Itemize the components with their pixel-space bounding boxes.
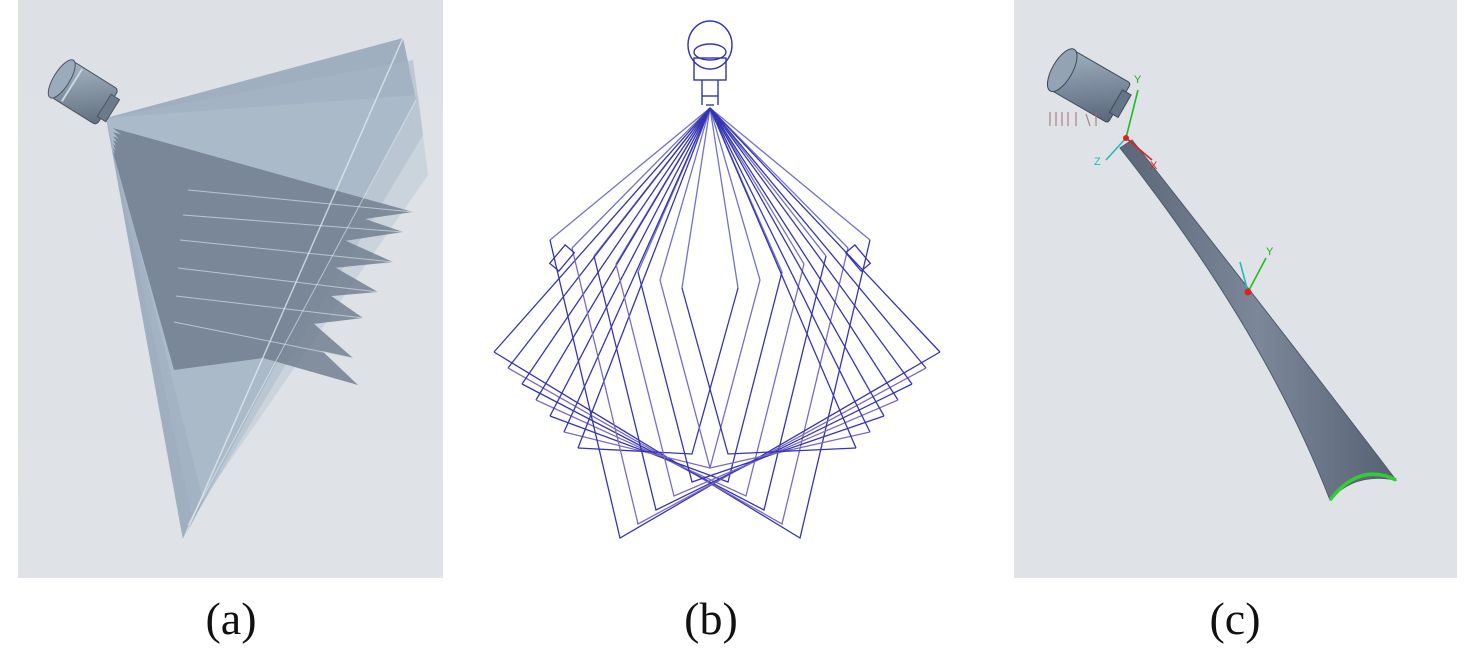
fan-ray-line — [709, 107, 871, 241]
fan-outline — [637, 271, 885, 483]
spray-wireframe — [493, 20, 941, 540]
fan-outline — [493, 239, 871, 540]
caption-a: (a) — [205, 593, 257, 644]
coordinate-triad-sheet — [1239, 257, 1267, 296]
fan-outline — [659, 279, 871, 469]
caption-b: (b) — [684, 593, 738, 644]
fan-outline — [593, 255, 913, 511]
ray-cylinder — [844, 244, 872, 272]
fan-ray-line — [681, 107, 711, 289]
axis-label-z: Z — [1094, 156, 1101, 168]
fan-outline — [521, 255, 827, 511]
fan-ray-line — [615, 107, 711, 265]
fan-ray-line — [493, 107, 711, 353]
feature-tag-marks — [1049, 112, 1097, 127]
fan-ray-line — [709, 107, 885, 417]
curved-spray-sheet — [1119, 139, 1398, 501]
fan-ray-line — [549, 107, 711, 241]
fan-ray-line — [709, 107, 739, 289]
fan-ray-line — [709, 107, 927, 369]
fan-ray-line — [709, 107, 857, 449]
fan-outline — [535, 263, 805, 497]
fan-ray-line — [709, 107, 941, 353]
fan-ray-line — [571, 107, 711, 249]
single-sheet-render — [1014, 0, 1457, 578]
fan-outline — [571, 247, 927, 525]
fan-ray-line — [709, 107, 871, 433]
fan-ray-line — [637, 107, 711, 273]
fan-ray-line — [709, 107, 899, 401]
panel-a-render — [18, 0, 443, 578]
fan-ray-line — [709, 107, 849, 249]
axis-label-y: Y — [1134, 74, 1142, 86]
nozzle — [1046, 48, 1132, 123]
ray-cylinder — [548, 244, 576, 272]
fan-ray-line — [577, 107, 711, 449]
fan-outline — [563, 279, 761, 469]
spray-fan-outlines — [493, 107, 941, 540]
fan-outline — [681, 287, 857, 455]
fan-ray-line — [709, 107, 805, 265]
axis-label-y2: Y — [1266, 246, 1274, 258]
fan-outline — [549, 271, 783, 483]
inner-fan-stack — [113, 128, 413, 385]
nozzle-wireframe — [687, 20, 733, 106]
sheet-edge-highlight — [1328, 472, 1397, 502]
axis-label-x: X — [1150, 160, 1158, 172]
panel-b-wireframe — [470, 0, 960, 578]
fan-ray-line — [709, 107, 913, 385]
panel-c-render: Y X Z Y — [1014, 0, 1457, 578]
coordinate-triad-nozzle — [1105, 89, 1153, 161]
fan-outline — [577, 287, 739, 455]
fan-outline — [507, 247, 849, 525]
fan-ray-line — [659, 107, 711, 281]
fan-outline — [549, 239, 941, 540]
fan-ray-line — [593, 107, 711, 257]
spray-sheets-render — [18, 0, 443, 578]
fan-ray-line — [709, 107, 761, 281]
inner-fan-highlights — [173, 189, 414, 359]
fan-ray-line — [521, 107, 711, 385]
caption-c: (c) — [1209, 593, 1261, 644]
fan-outline — [615, 263, 899, 497]
nozzle — [47, 59, 121, 125]
fan-ray-line — [709, 107, 827, 257]
fan-ray-line — [549, 107, 711, 417]
